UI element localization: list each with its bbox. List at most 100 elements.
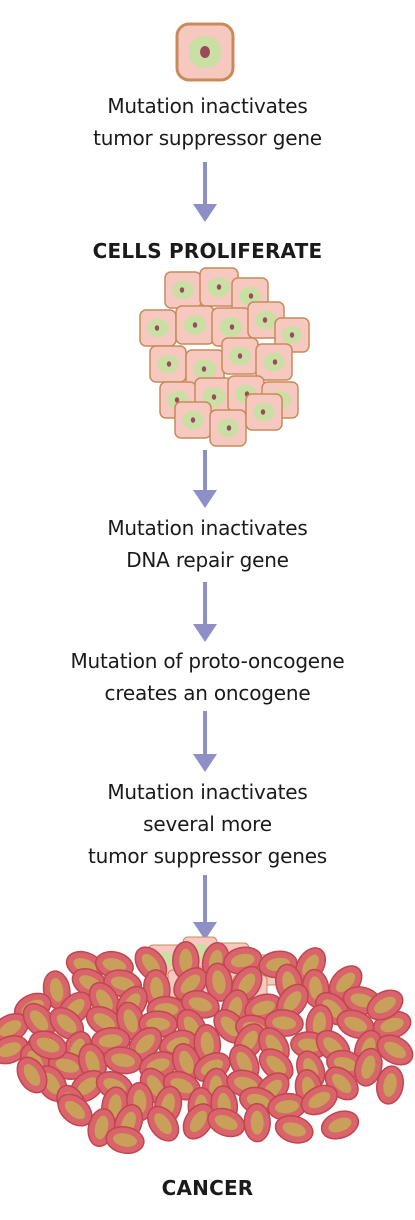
cancer-cell-nucleus — [93, 1013, 116, 1030]
cancer-cell — [336, 1009, 375, 1039]
cancer-cell-nucleus — [43, 1072, 61, 1095]
cell-nucleus — [272, 359, 278, 365]
cancer-cell-nucleus — [0, 1042, 22, 1058]
cancer-cell — [57, 1093, 93, 1127]
cancer-cell-nucleus — [23, 1064, 41, 1086]
cancer-cell — [49, 1006, 85, 1041]
cancer-cell — [267, 1092, 307, 1121]
cancer-cell-nucleus — [361, 1055, 376, 1079]
cancer-cell-nucleus — [189, 1110, 207, 1133]
cancer-cell-nucleus — [250, 1110, 264, 1135]
cancer-cell — [258, 1048, 294, 1082]
cell-nucleus — [174, 397, 180, 403]
cancer-cell-nucleus — [135, 1034, 155, 1054]
stage-label-proliferate: CELLS PROLIFERATE — [92, 239, 323, 263]
cancer-cell-nucleus — [188, 997, 213, 1012]
cancer-cell-nucleus — [251, 1000, 275, 1016]
cancer-cell-nucleus — [150, 976, 164, 1001]
proliferating-cell — [211, 307, 251, 347]
cancer-cell — [28, 1030, 68, 1060]
cancer-cell-nucleus — [49, 978, 64, 1002]
arrow-down-icon — [193, 711, 217, 772]
step-4-line-1: Mutation inactivates — [107, 780, 308, 804]
proliferating-cell — [149, 345, 187, 383]
cancer-cell-nucleus — [212, 970, 226, 995]
cancer-cell-nucleus — [180, 974, 201, 994]
cancer-cell-nucleus — [328, 1117, 352, 1133]
cell-nucleus — [201, 366, 207, 372]
cancer-cell-nucleus — [85, 1050, 100, 1075]
cancer-cell-nucleus — [283, 991, 302, 1012]
cancer-cell-nucleus — [322, 999, 343, 1019]
cancer-cell-nucleus — [77, 1077, 98, 1096]
proliferating-cell — [174, 401, 212, 439]
cancer-cell-nucleus — [238, 973, 256, 995]
step-3-line-2: creates an oncogene — [104, 681, 311, 705]
cancer-cell-nucleus — [344, 1016, 368, 1032]
step-label-4: Mutation inactivates several more tumor … — [0, 776, 415, 872]
cancer-cell-nucleus — [96, 989, 113, 1011]
step-label-2: Mutation inactivates DNA repair gene — [0, 512, 415, 576]
proliferating-cell — [164, 271, 202, 309]
cancer-cell-nucleus — [55, 1058, 80, 1073]
cell-nucleus — [179, 287, 185, 293]
cancer-cell — [300, 1084, 338, 1116]
proliferating-cell — [245, 393, 283, 431]
cancer-cell-nucleus — [98, 1034, 123, 1048]
cancer-cell-nucleus — [384, 1041, 406, 1059]
cancer-cell — [22, 1002, 56, 1039]
arrow-head — [193, 624, 217, 642]
cancer-cell-nucleus — [275, 1100, 299, 1114]
arrow-head — [193, 754, 217, 772]
cancer-cell — [105, 1126, 145, 1154]
cancer-cell — [0, 1035, 29, 1065]
cancer-cell-nucleus — [113, 1133, 137, 1147]
cell-nucleus — [216, 284, 222, 290]
cancer-cell-nucleus — [282, 1122, 306, 1137]
proliferating-cell — [209, 409, 247, 447]
cancer-cell-nucleus — [110, 976, 135, 991]
cancer-cell — [354, 1047, 383, 1087]
cancer-cell-nucleus — [220, 1016, 240, 1037]
cell-nucleus — [262, 317, 268, 323]
cancer-cell-nucleus — [36, 1037, 60, 1053]
cancer-cell-nucleus — [374, 996, 396, 1014]
cell-nucleus — [289, 332, 295, 338]
cell-nucleus — [211, 394, 217, 400]
arrow-head — [193, 922, 217, 940]
cancer-cell-nucleus — [56, 1014, 77, 1033]
arrows-group — [193, 162, 217, 940]
step-2-line-1: Mutation inactivates — [107, 516, 308, 540]
proliferating-cell — [139, 309, 177, 347]
cancer-cell — [274, 1115, 314, 1144]
step-label-1: Mutation inactivates tumor suppressor ge… — [0, 90, 415, 154]
step-4-line-2: several more — [143, 812, 272, 836]
arrow-head — [193, 204, 217, 222]
cancer-cell-nucleus — [123, 1009, 138, 1033]
proliferating-cell — [221, 337, 259, 375]
cancer-cell-nucleus — [29, 1010, 49, 1031]
cell-nucleus — [226, 425, 232, 431]
cancer-cell-nucleus — [179, 948, 193, 973]
cancer-cell-nucleus — [214, 1114, 238, 1131]
proliferating-cell — [274, 317, 310, 353]
cancer-cell — [16, 1056, 48, 1094]
cancer-cell — [146, 1105, 180, 1142]
cancer-cell-nucleus — [179, 1050, 194, 1074]
stage-label-cancer: CANCER — [161, 1176, 254, 1200]
cell-nucleus — [190, 417, 196, 423]
arrow-down-icon — [193, 162, 217, 222]
cancer-cell — [103, 1046, 143, 1075]
cancer-cell-nucleus — [266, 1055, 287, 1075]
cancer-cell — [366, 989, 404, 1021]
cancer-cell-nucleus — [64, 1100, 86, 1120]
cancer-cell-nucleus — [272, 1016, 297, 1030]
cell-nucleus — [166, 361, 172, 367]
cancer-cell — [320, 1110, 360, 1140]
arrow-down-icon — [193, 582, 217, 642]
step-4-line-3: tumor suppressor genes — [87, 844, 328, 868]
cell-nucleus — [229, 324, 235, 330]
step-3-line-1: Mutation of proto-oncogene — [70, 649, 345, 673]
cancer-cell-nucleus — [102, 958, 127, 973]
